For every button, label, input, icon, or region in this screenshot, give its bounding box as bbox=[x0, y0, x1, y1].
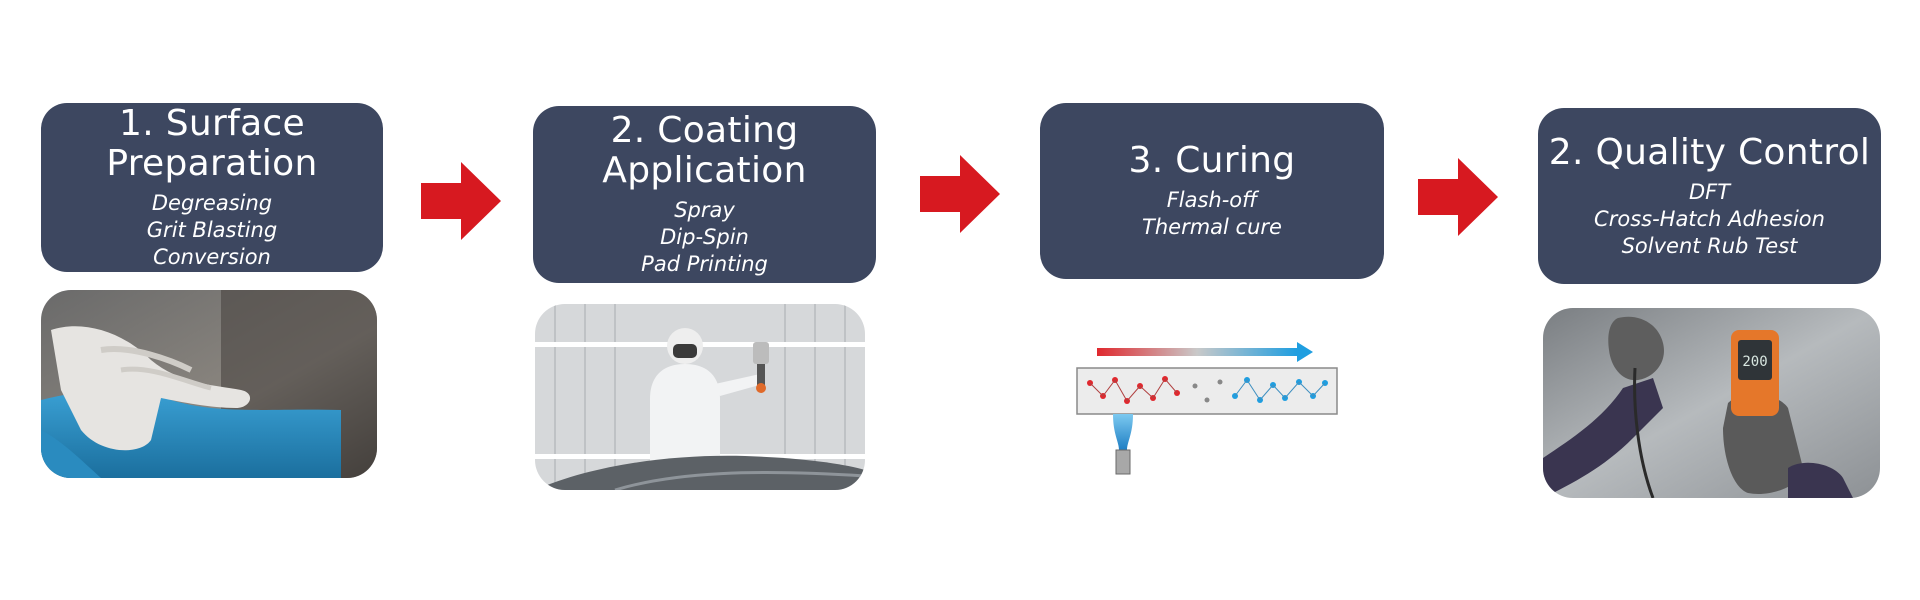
step-item: Dip-Spin bbox=[660, 225, 749, 249]
step-title: 2. Coating Application bbox=[602, 110, 807, 191]
step-item: DFT bbox=[1688, 179, 1731, 204]
spray-painter-icon bbox=[535, 304, 865, 490]
step-item: Flash-off bbox=[1166, 188, 1258, 212]
arrow-right-icon bbox=[920, 155, 1000, 233]
step-item: Degreasing bbox=[151, 191, 273, 215]
step-coating-application: 2. Coating Application Spray Dip-Spin Pa… bbox=[533, 106, 876, 283]
step-item: Pad Printing bbox=[641, 252, 768, 276]
step-curing: 3. Curing Flash-off Thermal cure bbox=[1040, 103, 1384, 279]
arrow-right-icon bbox=[421, 162, 501, 240]
arrow-right-icon bbox=[1418, 158, 1498, 236]
step-item: Spray bbox=[674, 198, 735, 222]
step-item: Solvent Rub Test bbox=[1621, 233, 1798, 258]
step-title: 1. Surface Preparation bbox=[106, 103, 318, 184]
step-item: Grit Blasting bbox=[146, 218, 278, 242]
step-title: 2. Quality Control bbox=[1548, 131, 1871, 173]
step-item: Cross-Hatch Adhesion bbox=[1594, 206, 1825, 231]
thickness-gauge-icon: 200 bbox=[1543, 308, 1880, 498]
curing-heat-icon bbox=[1075, 338, 1340, 478]
step-title: 3. Curing bbox=[1128, 140, 1296, 181]
gloved-hand-wiping-icon bbox=[41, 290, 377, 478]
step-item: Thermal cure bbox=[1142, 215, 1282, 239]
gauge-reading: 200 bbox=[1742, 354, 1767, 370]
step-item: Conversion bbox=[153, 245, 271, 269]
step-surface-preparation: 1. Surface Preparation Degreasing Grit B… bbox=[41, 103, 383, 272]
step-quality-control: 2. Quality Control DFT Cross-Hatch Adhes… bbox=[1538, 108, 1881, 284]
